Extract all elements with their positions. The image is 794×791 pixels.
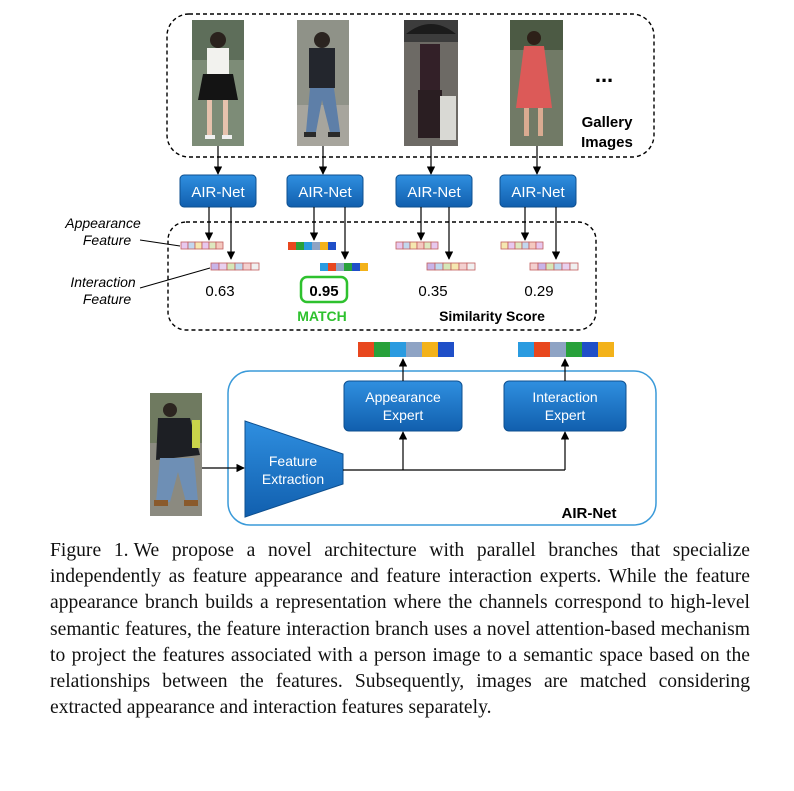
airnet-block-2[interactable]: AIR-Net [286,174,364,208]
interaction-expert-block[interactable]: Interaction Expert [503,380,627,432]
gallery-label-line2: Images [581,134,633,151]
figure-label: Figure 1. [50,540,129,561]
appearance-feature-vector-1 [180,241,224,250]
similarity-score-label: Similarity Score [439,308,545,324]
appearance-feature-label-line1: Appearance [64,215,141,231]
interaction-expert-line1: Interaction [532,389,597,405]
interaction-feature-vector-2 [320,263,368,271]
gallery-image-2[interactable] [297,20,349,146]
airnet-block-4-label: AIR-Net [511,184,565,201]
architecture-diagram: ... Gallery Images AIR-Net AIR-Net AIR-N… [64,13,657,526]
interaction-feature-vector-1 [210,262,260,271]
interaction-feature-vector-4 [529,262,579,271]
gallery-image-4[interactable] [510,20,563,146]
airnet-module-label: AIR-Net [562,505,617,522]
figure-caption: Figure 1.We propose a novel architecture… [50,538,750,721]
airnet-block-4[interactable]: AIR-Net [499,174,577,208]
similarity-score-1: 0.63 [205,283,234,300]
appearance-feature-label-line2: Feature [83,232,131,248]
gallery-image-3[interactable] [404,20,458,146]
gallery-ellipsis: ... [595,62,613,87]
appearance-expert-block[interactable]: Appearance Expert [343,380,463,432]
appearance-expert-line2: Expert [383,407,424,423]
gallery-box [166,13,655,158]
interaction-output-vector [518,342,614,357]
interaction-feature-label-line1: Interaction [70,274,136,290]
match-highlight [299,275,349,304]
airnet-block-3-label: AIR-Net [407,184,461,201]
feature-extraction-line1: Feature [269,453,317,469]
caption-text: We propose a novel architecture with par… [50,540,751,719]
feature-extraction-line2: Extraction [262,471,324,487]
gallery-label-line1: Gallery [582,114,634,131]
gallery-image-1[interactable] [192,20,244,146]
appearance-feature-vector-3 [395,241,439,250]
interaction-expert-line2: Expert [545,407,586,423]
interaction-feature-label-line2: Feature [83,291,131,307]
airnet-block-1-label: AIR-Net [191,184,245,201]
airnet-module-box [227,370,657,526]
appearance-expert-line1: Appearance [365,389,441,405]
similarity-box [167,221,597,331]
match-label: MATCH [297,308,347,324]
similarity-score-4: 0.29 [524,283,553,300]
query-image[interactable] [150,393,202,516]
appearance-output-vector [358,342,454,357]
similarity-score-3: 0.35 [418,283,447,300]
similarity-score-2: 0.95 [309,283,338,300]
airnet-block-3[interactable]: AIR-Net [395,174,473,208]
appearance-feature-vector-4 [500,241,544,250]
feature-extraction-block[interactable]: Feature Extraction [244,420,344,518]
airnet-block-1[interactable]: AIR-Net [179,174,257,208]
interaction-feature-vector-3 [426,262,476,271]
appearance-feature-vector-2 [288,242,336,250]
airnet-block-2-label: AIR-Net [298,184,352,201]
